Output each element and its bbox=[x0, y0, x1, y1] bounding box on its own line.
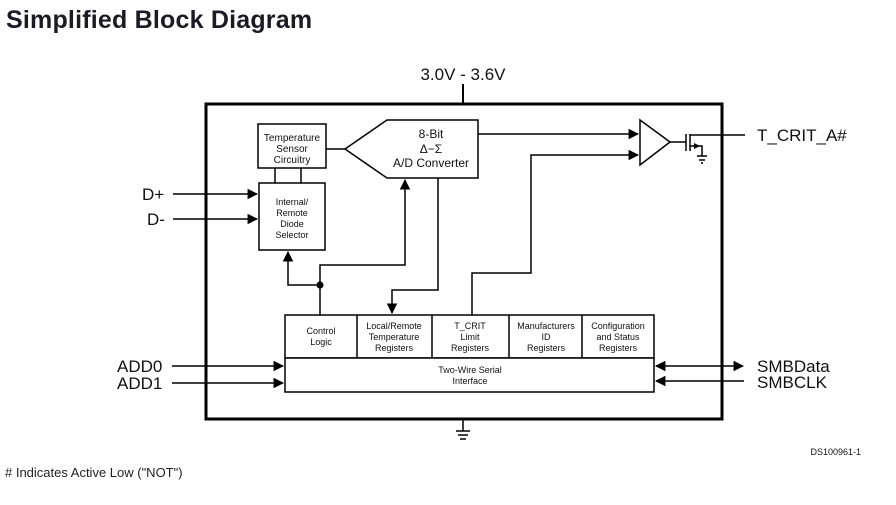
pin-d-minus-label: D- bbox=[147, 210, 165, 229]
temp-sensor-line-2: Sensor bbox=[276, 144, 308, 155]
temperature-sensor-block: Temperature Sensor Circuitry bbox=[257, 123, 327, 169]
config-registers-line-3: Registers bbox=[599, 343, 638, 353]
temp-registers-line-3: Registers bbox=[375, 343, 414, 353]
config-registers-line-1: Configuration bbox=[591, 321, 645, 331]
diode-selector-line-4: Selector bbox=[275, 230, 308, 240]
adc-block: 8-Bit Δ−Σ A/D Converter bbox=[343, 119, 479, 179]
figure-id: DS100961-1 bbox=[810, 447, 861, 457]
pin-add0-label: ADD0 bbox=[117, 357, 162, 376]
pin-smbdata-label: SMBData bbox=[757, 357, 830, 376]
diode-selector-line-1: Internal/ bbox=[276, 197, 309, 207]
footnote: # Indicates Active Low ("NOT") bbox=[5, 465, 183, 480]
adc-line-2: Δ−Σ bbox=[420, 142, 442, 156]
interface-line-1: Two-Wire Serial bbox=[438, 365, 502, 375]
serial-interface-block: Two-Wire Serial Interface bbox=[284, 357, 655, 393]
pin-smbclk-label: SMBCLK bbox=[757, 373, 828, 392]
pin-d-plus-label: D+ bbox=[142, 185, 164, 204]
supply-label: 3.0V - 3.6V bbox=[420, 65, 506, 84]
pin-add1-label: ADD1 bbox=[117, 374, 162, 393]
page-title: Simplified Block Diagram bbox=[6, 6, 313, 34]
mfr-id-registers-line-3: Registers bbox=[527, 343, 566, 353]
control-adc-link bbox=[319, 178, 411, 315]
temp-registers-line-1: Local/Remote bbox=[366, 321, 422, 331]
diode-selector-block: Internal/ Remote Diode Selector bbox=[258, 182, 326, 251]
control-logic-line-1: Control bbox=[306, 326, 335, 336]
control-logic-line-2: Logic bbox=[310, 337, 332, 347]
config-registers-line-2: and Status bbox=[596, 332, 640, 342]
temp-sensor-line-3: Circuitry bbox=[274, 155, 311, 166]
pin-t-crit-label: T_CRIT_A# bbox=[757, 126, 847, 145]
chip-outline bbox=[204, 102, 724, 421]
control-selector-link bbox=[282, 250, 320, 286]
open-drain-transistor-icon bbox=[670, 134, 745, 164]
adc-line-1: 8-Bit bbox=[419, 127, 444, 141]
diode-selector-line-3: Diode bbox=[280, 219, 304, 229]
adc-registers-link bbox=[386, 178, 439, 315]
tcrit-registers-line-2: Limit bbox=[460, 332, 480, 342]
mfr-id-registers-line-2: ID bbox=[542, 332, 552, 342]
junction-dot bbox=[316, 281, 324, 289]
adc-line-3: A/D Converter bbox=[393, 156, 469, 170]
tcrit-registers-line-1: T_CRIT bbox=[454, 321, 486, 331]
temp-sensor-line-1: Temperature bbox=[264, 133, 321, 144]
comparator-icon bbox=[639, 118, 672, 167]
diode-selector-line-2: Remote bbox=[276, 208, 308, 218]
interface-line-2: Interface bbox=[452, 376, 487, 386]
tcrit-registers-line-3: Registers bbox=[451, 343, 490, 353]
register-row: Control Logic Local/Remote Temperature R… bbox=[284, 314, 655, 359]
tcrit-comparator-link bbox=[471, 149, 640, 315]
mfr-id-registers-line-1: Manufacturers bbox=[517, 321, 575, 331]
ground-icon bbox=[456, 419, 470, 440]
temp-registers-line-2: Temperature bbox=[369, 332, 420, 342]
